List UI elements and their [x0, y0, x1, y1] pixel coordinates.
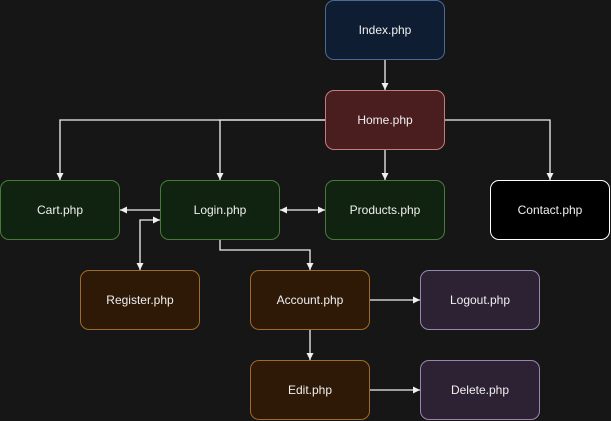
edge-home-to-login [219, 119, 325, 180]
arrowhead-login-to-account [306, 263, 314, 270]
arrowhead-edit-to-delete [413, 386, 420, 394]
node-index[interactable]: Index.php [325, 0, 445, 60]
node-edit[interactable]: Edit.php [250, 360, 370, 420]
node-products-label: Products.php [349, 203, 421, 217]
node-logout-label: Logout.php [449, 293, 511, 307]
arrowhead-account-to-edit [306, 353, 314, 360]
node-register-label: Register.php [106, 293, 174, 307]
node-home-label: Home.php [357, 113, 413, 127]
node-account[interactable]: Account.php [250, 270, 370, 330]
node-cart[interactable]: Cart.php [0, 180, 120, 240]
node-register[interactable]: Register.php [80, 270, 200, 330]
edge-login-to-account [219, 240, 311, 270]
node-delete[interactable]: Delete.php [420, 360, 540, 420]
arrowhead-products-to-login [280, 206, 287, 214]
node-account-label: Account.php [276, 293, 344, 307]
arrowhead-login-to-register [136, 263, 144, 270]
node-logout[interactable]: Logout.php [420, 270, 540, 330]
arrowhead-account-to-logout [413, 296, 420, 304]
node-contact-label: Contact.php [517, 203, 583, 217]
edge-home-to-contact [445, 119, 551, 180]
node-index-label: Index.php [358, 23, 412, 37]
node-delete-label: Delete.php [450, 383, 510, 397]
node-login[interactable]: Login.php [160, 180, 280, 240]
arrowhead-login-to-cart [120, 206, 127, 214]
arrowhead-home-to-contact [546, 173, 554, 180]
edge-login-to-register [139, 219, 160, 270]
arrowhead-home-to-products [381, 173, 389, 180]
node-home[interactable]: Home.php [325, 90, 445, 150]
arrowhead-login-to-products [318, 206, 325, 214]
node-contact[interactable]: Contact.php [490, 180, 610, 240]
node-cart-label: Cart.php [36, 203, 84, 217]
edge-home-to-cart [59, 119, 325, 180]
arrowhead-home-to-login [216, 173, 224, 180]
arrowhead-index-to-home [381, 83, 389, 90]
arrowhead-home-to-cart [56, 173, 64, 180]
node-login-label: Login.php [193, 203, 247, 217]
node-products[interactable]: Products.php [325, 180, 445, 240]
node-edit-label: Edit.php [287, 383, 333, 397]
arrowhead-register-to-login [153, 216, 160, 224]
